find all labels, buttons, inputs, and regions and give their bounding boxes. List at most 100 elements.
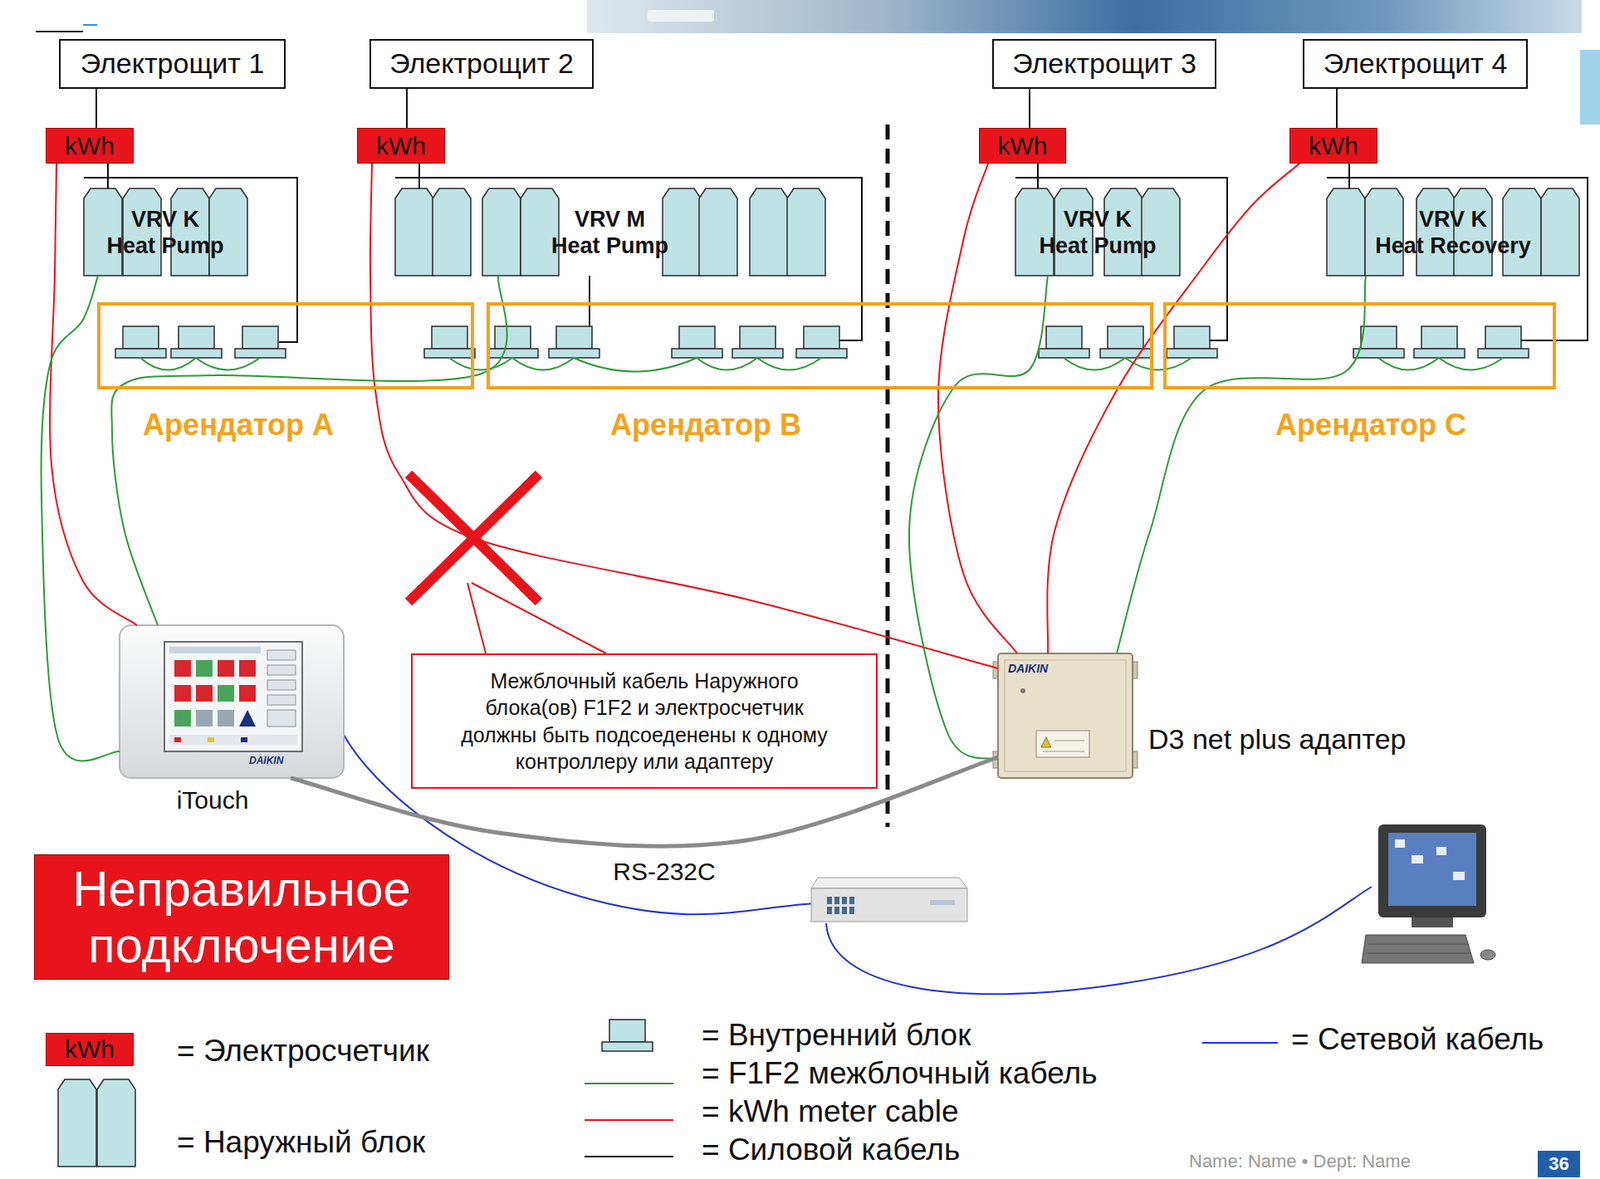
computer: [1411, 855, 1424, 864]
node-label: Неправильное подключение: [44, 861, 439, 973]
cable-line: [49, 163, 138, 626]
cable-line: [1335, 88, 1338, 128]
node-label: Электрощит 2: [389, 47, 574, 80]
outdoor-unit-group: VRV K Heat Recovery: [1326, 188, 1580, 276]
legend-sample: [584, 1082, 674, 1085]
line-spacer: [1372, 205, 1418, 231]
network-switch: [811, 888, 968, 922]
node-label: Электрощит 1: [80, 47, 265, 80]
indoor-unit: [671, 326, 723, 358]
power-wire: [83, 177, 1588, 343]
outdoor-unit: [1141, 188, 1180, 276]
indoor-unit: [1100, 326, 1151, 358]
adapter-device: [1036, 730, 1090, 758]
switchboard-box: Электрощит 3: [992, 39, 1217, 89]
cable-line: [406, 88, 408, 128]
itouch-device: [217, 660, 235, 677]
label-wrap: VRV M Heat Pump: [548, 205, 672, 260]
computer: [1388, 832, 1477, 906]
leader-line: [467, 582, 486, 654]
indoor-unit: [548, 326, 600, 358]
node-label: kWh: [1308, 132, 1359, 160]
outdoor-unit-group: VRV M Heat Pump: [395, 188, 825, 276]
itouch-device: [240, 737, 248, 743]
indoor-unit: [115, 326, 1529, 358]
itouch-device: [174, 737, 182, 743]
network-switch: [841, 896, 847, 905]
header-banner: [587, 0, 1582, 34]
brand-logo: DAIKIN: [249, 754, 284, 767]
unit-label: VRV K Heat Pump: [1036, 205, 1160, 260]
itouch-device: [239, 685, 256, 702]
cable-line: [370, 163, 999, 669]
itouch-device: [119, 625, 344, 778]
outdoor-unit: [171, 188, 210, 276]
computer: [1378, 824, 1487, 918]
node-label: kWh: [376, 132, 426, 160]
cable-line: [41, 275, 120, 762]
legend-text: = Силовой кабель: [701, 1132, 960, 1168]
callout-box: Межблочный кабель Наружного блока(ов) F1…: [411, 653, 878, 789]
outdoor-unit: [1541, 188, 1580, 276]
itouch-device: [169, 734, 298, 745]
outdoor-unit: [83, 188, 123, 276]
header-banner: [35, 30, 84, 33]
leader-line: [467, 582, 607, 654]
computer: [1361, 824, 1496, 964]
outdoor-unit: [482, 188, 521, 276]
line-spacer: [1133, 205, 1160, 231]
outdoor-unit: [83, 188, 1580, 276]
network-switch: [841, 906, 847, 915]
power-wire: [588, 275, 591, 327]
legend-text: = Электросчетчик: [176, 1033, 430, 1069]
itouch-device: [267, 694, 296, 705]
label-wrap: VRV K Heat Pump: [103, 205, 227, 260]
f1f2-wire: [140, 357, 260, 371]
outdoor-unit: [122, 188, 162, 276]
network-switch: [826, 896, 832, 905]
legend-text: = F1F2 межблочный кабель: [701, 1056, 1097, 1092]
computer: [1436, 846, 1447, 856]
warning-box: Неправильное подключение: [34, 854, 450, 980]
label-wrap: VRV K Heat Recovery: [1372, 205, 1534, 260]
node-label: iTouch: [176, 786, 250, 815]
itouch-device: [207, 737, 215, 743]
itouch-device: [217, 709, 235, 727]
legend-sample: [97, 1079, 136, 1167]
tenant-zone: Арендатор B: [486, 302, 1154, 390]
itouch-device: [169, 646, 261, 654]
f1f2-wire: [1378, 357, 1503, 371]
cable-line: [107, 163, 109, 189]
computer: [1368, 944, 1468, 945]
kwh-meter: kWh: [45, 127, 134, 164]
cable-line: [95, 88, 98, 128]
outdoor-unit-group: VRV K Heat Pump: [1015, 188, 1180, 276]
computer: [1411, 917, 1454, 928]
adapter-device: [993, 653, 1138, 778]
outdoor-unit: [1453, 188, 1493, 276]
kwh-meter: kWh: [978, 127, 1067, 164]
outdoor-unit: [699, 188, 738, 276]
legend-sample: [58, 1079, 97, 1167]
outdoor-unit: [1015, 188, 1054, 276]
indoor-unit: [115, 326, 167, 358]
computer: [1365, 953, 1471, 955]
outdoor-unit: [1502, 188, 1542, 276]
outdoor-unit: [209, 188, 248, 276]
f1f2-wire: [449, 357, 822, 372]
node-label: Арендатор C: [1275, 407, 1467, 443]
edge-label: RS-232C: [609, 857, 719, 886]
power-wire: [83, 177, 298, 343]
power-wire: [1015, 177, 1228, 341]
adapter-device: [1041, 737, 1052, 748]
divider-line: [885, 124, 891, 827]
node-label: D3 net plus адаптер: [1148, 723, 1407, 756]
computer: [1394, 839, 1405, 848]
cable-line: [938, 163, 1018, 654]
unit-label: VRV M Heat Pump: [548, 205, 672, 260]
line-spacer: [646, 205, 671, 231]
network-switch: [826, 906, 832, 915]
kwh-meter: kWh: [1289, 127, 1378, 164]
network-switch: [929, 900, 955, 906]
